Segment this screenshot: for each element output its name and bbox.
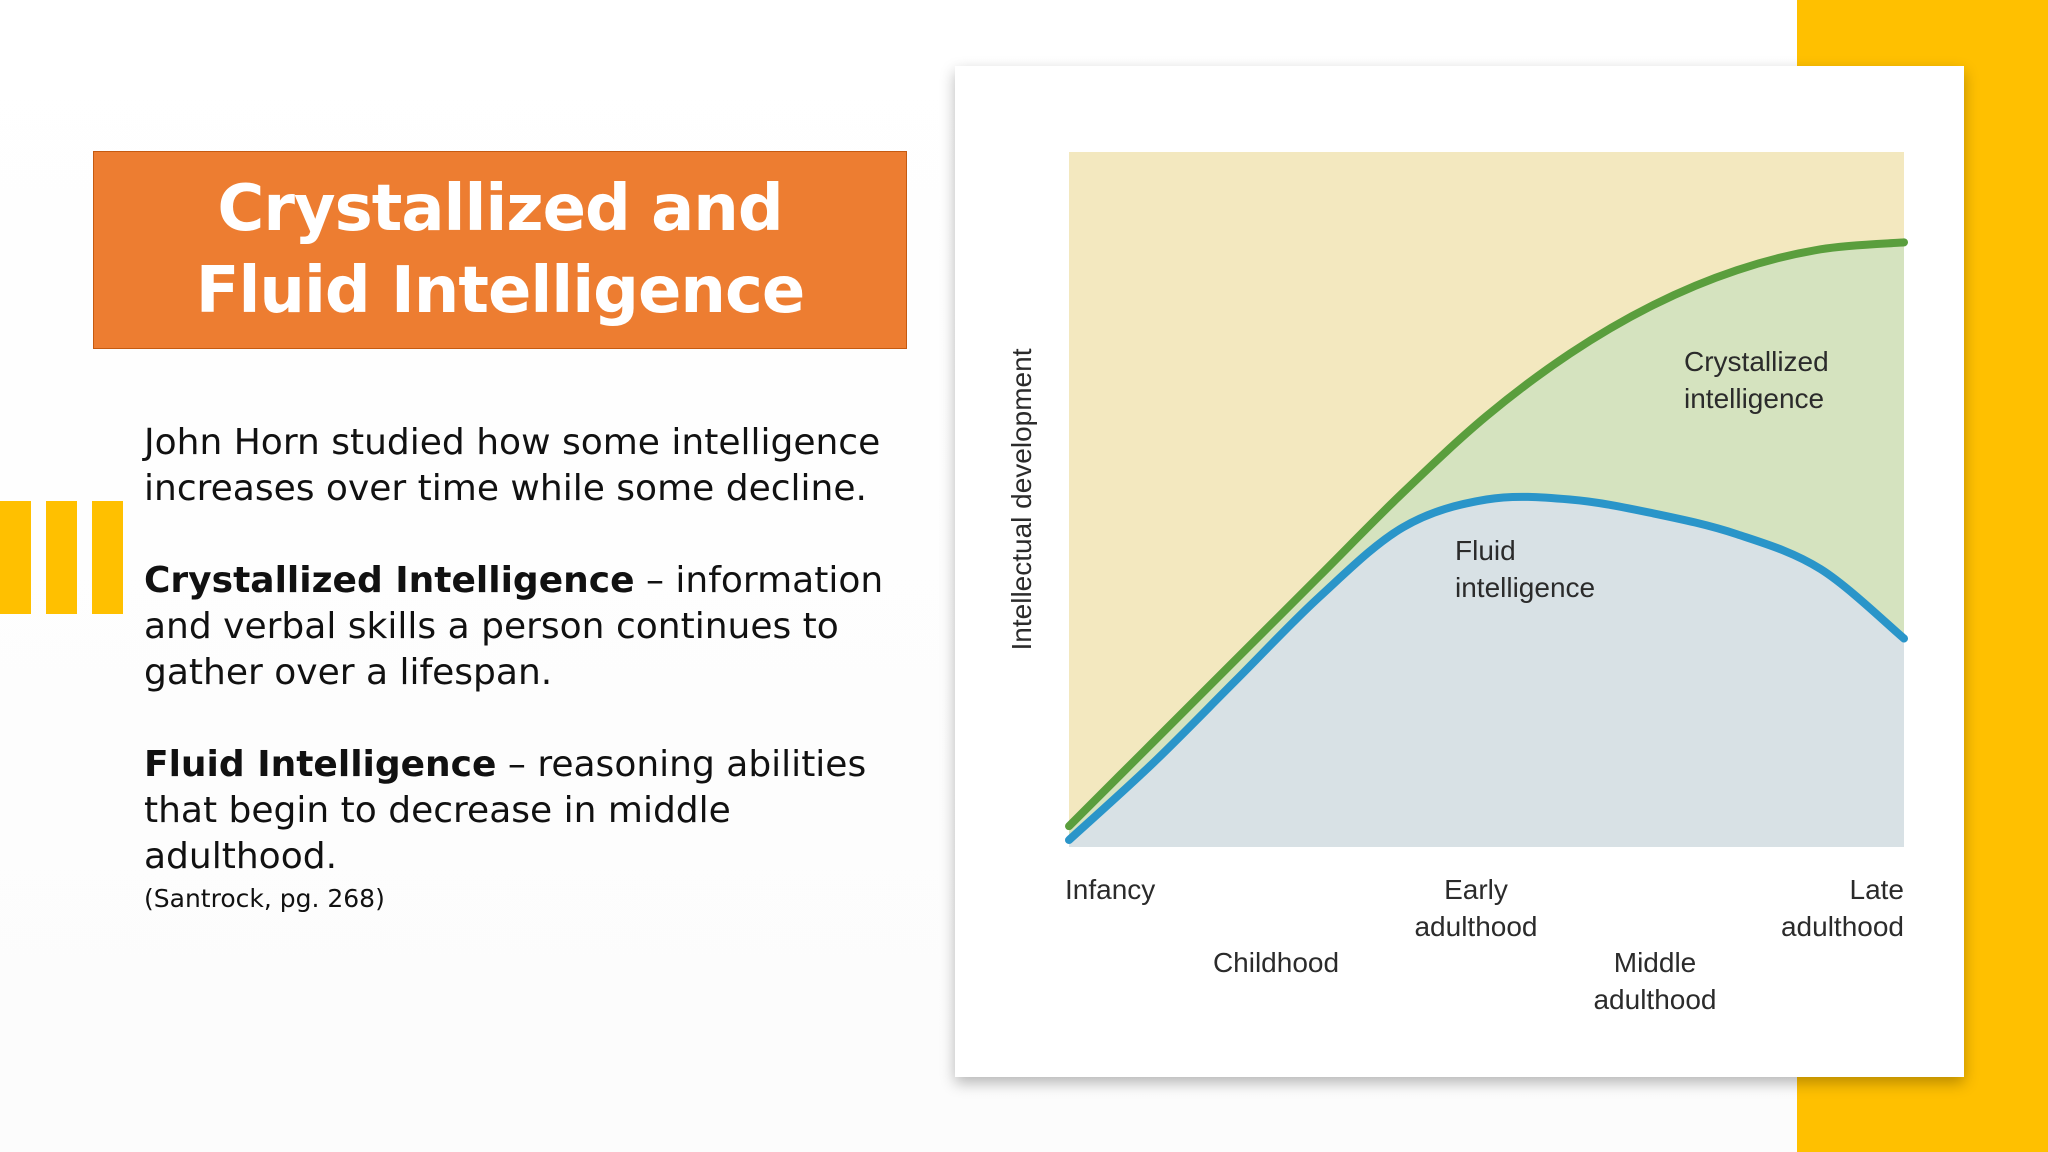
- definition-fluid: Fluid Intelligence – reasoning abilities…: [144, 742, 904, 880]
- definition-text-fluid: – reasoning abilities that begin to decr…: [144, 744, 867, 877]
- title-box: Crystallized and Fluid Intelligence: [93, 151, 907, 349]
- decorative-stripe: [92, 501, 123, 614]
- slide-title: Crystallized and Fluid Intelligence: [195, 172, 806, 328]
- body-text: John Horn studied how some intelligence …: [144, 420, 904, 926]
- term-crystallized: Crystallized Intelligence: [144, 560, 635, 601]
- definition-text-crystallized: – information and verbal skills a person…: [144, 560, 884, 693]
- decorative-stripe: [0, 501, 31, 614]
- fluid-line: [1065, 492, 1908, 845]
- x-tick-label: Infancy: [1065, 874, 1155, 905]
- x-tick-label: Childhood: [1213, 947, 1339, 978]
- definition-crystallized: Crystallized Intelligence – information …: [144, 558, 904, 696]
- citation: (Santrock, pg. 268): [144, 884, 385, 913]
- decorative-stripe: [46, 501, 77, 614]
- y-axis-label: Intellectual development: [1006, 348, 1037, 650]
- crystallized-line: [1065, 238, 1908, 831]
- intro-paragraph: John Horn studied how some intelligence …: [144, 422, 881, 509]
- term-fluid: Fluid Intelligence: [144, 744, 497, 785]
- fluid-area: [1069, 496, 1904, 847]
